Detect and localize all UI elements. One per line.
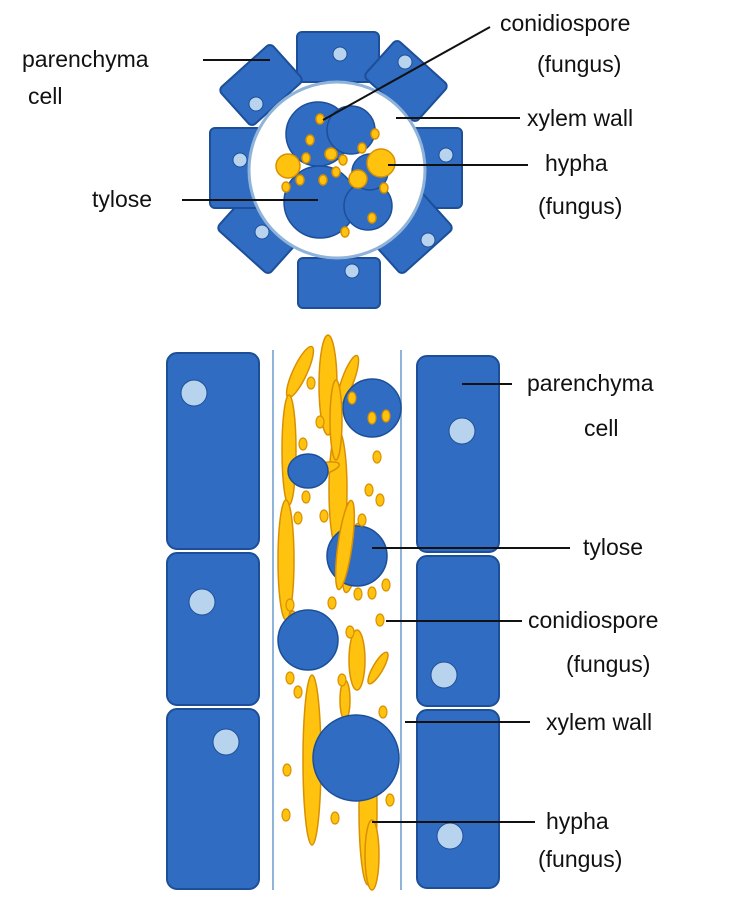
conidiospore [302, 491, 310, 503]
hypha-section [367, 149, 395, 177]
hypha-strand [282, 395, 296, 505]
conidiospore [358, 143, 366, 153]
conidiospore [358, 514, 366, 526]
conidiospore [371, 129, 379, 139]
hypha-strand [282, 344, 318, 401]
label-tylose-top: tylose [92, 186, 152, 212]
conidiospore [320, 510, 328, 522]
label-hypha-top-2: (fungus) [538, 193, 622, 219]
nucleus [437, 823, 463, 849]
label-conidiospore-top-1: conidiospore [500, 10, 630, 36]
label-hypha-top-1: hypha [545, 150, 608, 176]
parenchyma-cell [167, 353, 259, 549]
hypha-section [349, 170, 367, 188]
conidiospore [282, 182, 290, 192]
label-conidiospore-bottom-2: (fungus) [566, 651, 650, 677]
nucleus [249, 97, 263, 111]
conidiospore [331, 812, 339, 824]
hypha-strand [330, 380, 342, 460]
conidiospore [368, 587, 376, 599]
tylose [288, 454, 328, 488]
tylose [278, 610, 338, 670]
nucleus [213, 729, 239, 755]
conidiospore [302, 153, 310, 163]
parenchyma-cell [417, 356, 499, 552]
conidiospore [299, 438, 307, 450]
tylose [343, 379, 401, 437]
parenchyma-cell [167, 553, 259, 705]
hypha-section [276, 154, 300, 178]
label-hypha-bottom-2: (fungus) [538, 846, 622, 872]
conidiospore [286, 672, 294, 684]
conidiospore [306, 135, 314, 145]
conidiospore [348, 392, 356, 404]
conidiospore [346, 626, 354, 638]
conidiospore [365, 484, 373, 496]
parenchyma-cell [417, 710, 499, 888]
conidiospore [341, 227, 349, 237]
conidiospore [282, 809, 290, 821]
conidiospore [373, 451, 381, 463]
nucleus [233, 153, 247, 167]
label-xylem-bottom: xylem wall [546, 709, 652, 735]
hypha-section [325, 148, 337, 160]
label-parenchyma-bottom-2: cell [584, 415, 619, 441]
conidiospore [286, 599, 294, 611]
nucleus [449, 418, 475, 444]
conidiospore [382, 579, 390, 591]
nucleus [345, 264, 359, 278]
conidiospore [379, 706, 387, 718]
nucleus [439, 148, 453, 162]
conidiospore [332, 167, 340, 177]
label-conidiospore-top-2: (fungus) [537, 51, 621, 77]
conidiospore [380, 183, 388, 193]
conidiospore [368, 213, 376, 223]
tylose [313, 715, 399, 801]
label-xylem-top: xylem wall [527, 105, 633, 131]
label-hypha-bottom-1: hypha [546, 808, 609, 834]
conidiospore [338, 674, 346, 686]
parenchyma-cell [167, 709, 259, 889]
label-tylose-bottom: tylose [583, 534, 643, 560]
cross-section: parenchyma cell tylose conidiospore (fun… [22, 10, 633, 308]
conidiospore [316, 416, 324, 428]
nucleus [255, 225, 269, 239]
label-parenchyma-top-1: parenchyma [22, 46, 149, 72]
conidiospore [386, 794, 394, 806]
conidiospore [307, 377, 315, 389]
conidiospore [319, 175, 327, 185]
conidiospore [354, 588, 362, 600]
parenchyma-cell [298, 258, 380, 308]
longitudinal-section: parenchyma cell tylose conidiospore (fun… [167, 335, 658, 890]
hypha-strand [349, 630, 365, 690]
conidiospore [339, 155, 347, 165]
nucleus [431, 662, 457, 688]
hypha-strand [365, 820, 379, 890]
conidiospore [283, 764, 291, 776]
conidiospore [368, 412, 376, 424]
nucleus [398, 55, 412, 69]
conidiospore [296, 175, 304, 185]
parenchyma-cell [417, 556, 499, 706]
nucleus [189, 589, 215, 615]
conidiospore [376, 494, 384, 506]
conidiospore [328, 597, 336, 609]
conidiospore [294, 512, 302, 524]
label-conidiospore-bottom-1: conidiospore [528, 607, 658, 633]
label-parenchyma-bottom-1: parenchyma [527, 370, 654, 396]
nucleus [181, 380, 207, 406]
conidiospore [376, 614, 384, 626]
nucleus [421, 233, 435, 247]
conidiospore [382, 410, 390, 422]
label-parenchyma-top-2: cell [28, 83, 63, 109]
nucleus [333, 47, 347, 61]
hypha-strand [365, 650, 392, 686]
conidiospore [294, 686, 302, 698]
left-parenchyma-column [167, 353, 259, 889]
